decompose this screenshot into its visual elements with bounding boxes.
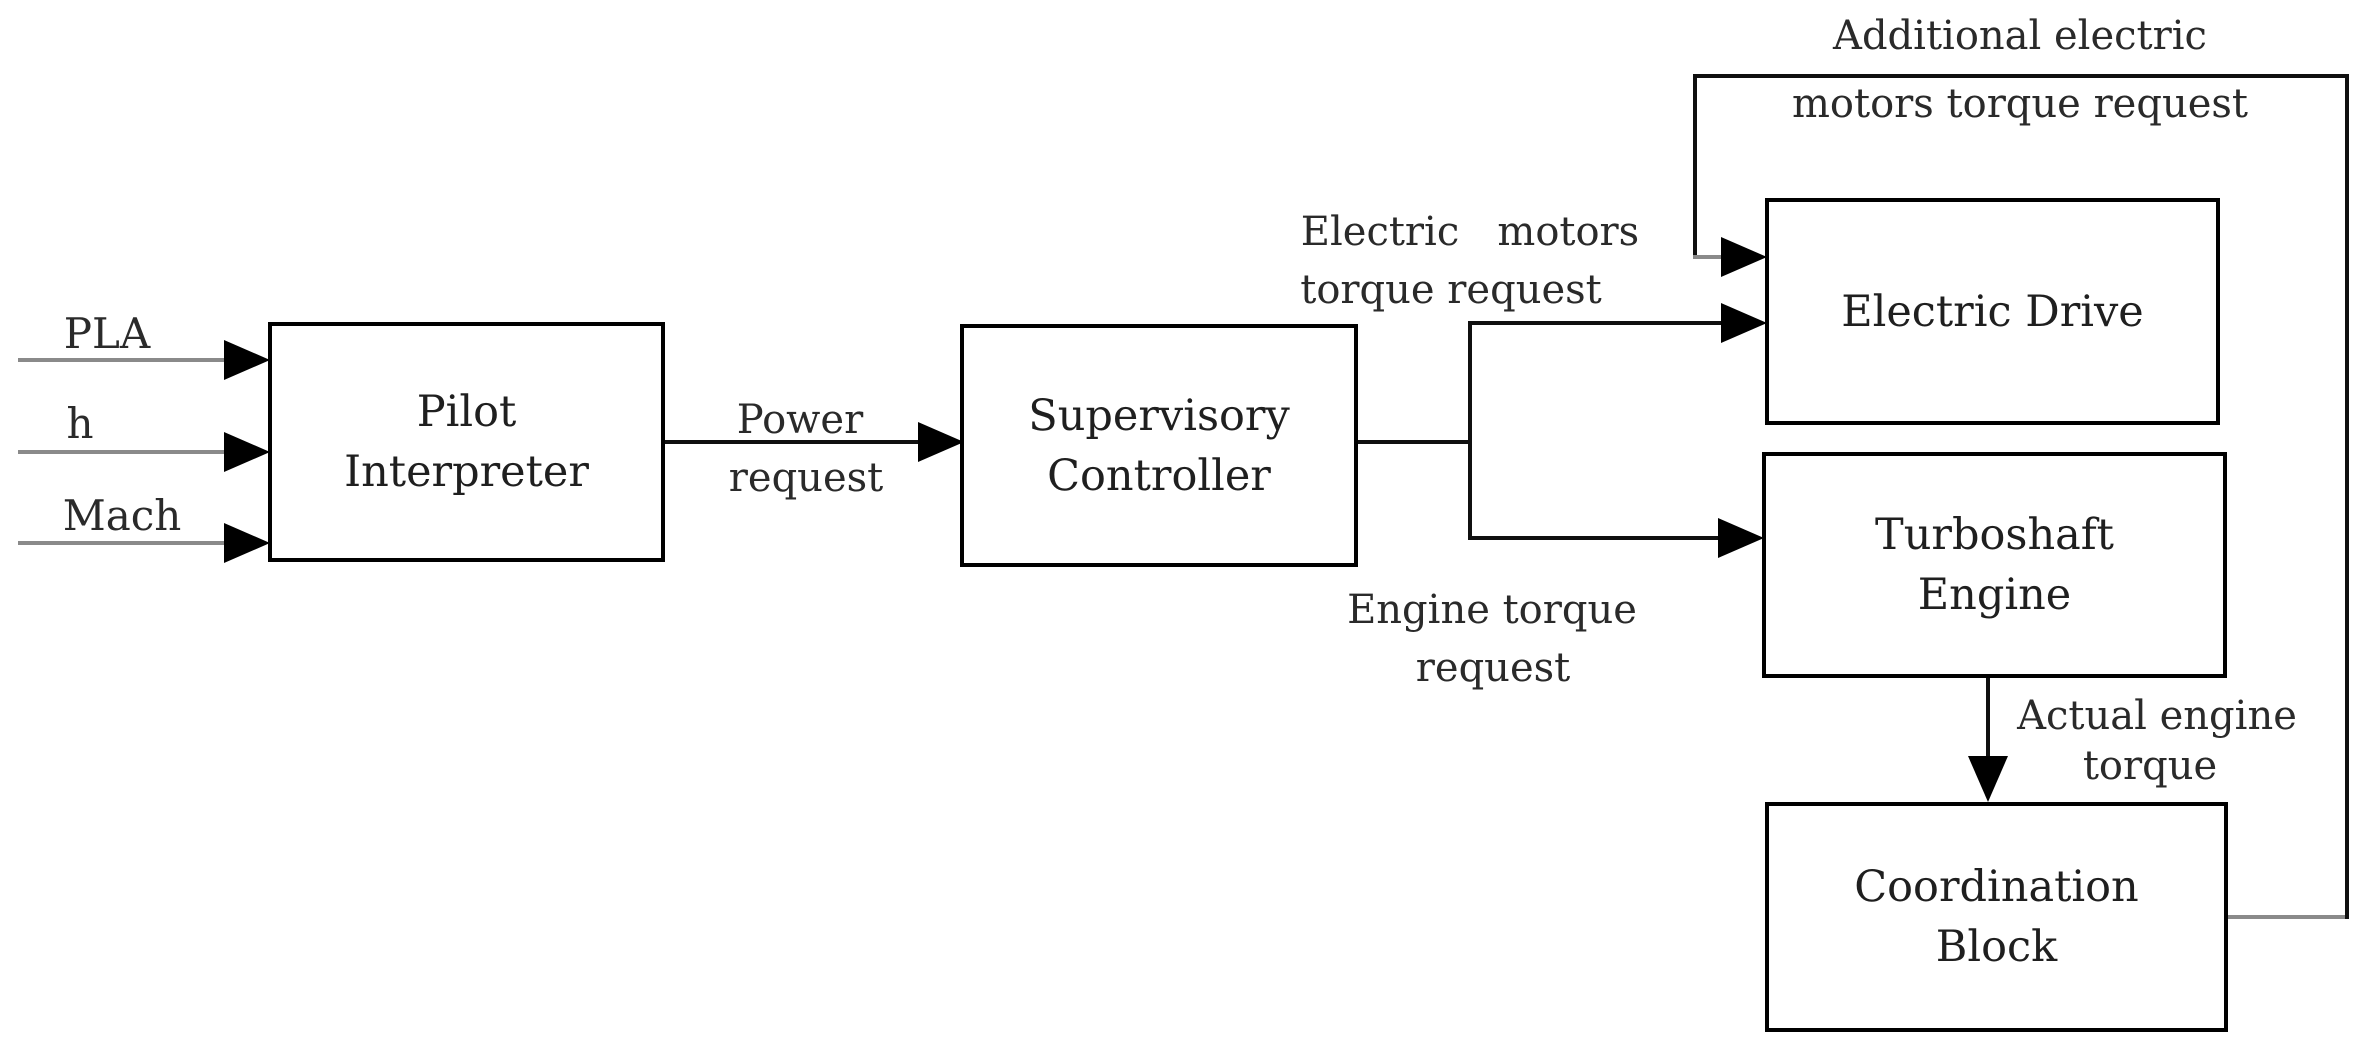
turboshaft-engine-label-line2: Engine [1917, 570, 2072, 620]
additional-electric-motors-label-line2: motors torque request [1792, 81, 2248, 127]
supervisory-output-line [1358, 440, 1472, 444]
mach-arrowhead-icon [224, 523, 270, 563]
feedback-arrowhead-icon [1721, 237, 1767, 277]
electric-motors-torque-request-label-line1: Electric motors [1300, 209, 1640, 255]
mach-label: Mach [62, 491, 182, 540]
feedback-top-line [1693, 74, 2349, 78]
coordination-block-label-line1: Coordination [1854, 862, 2139, 912]
electric-drive-box: Electric Drive [1765, 198, 2220, 425]
supervisory-controller-label-line1: Supervisory [1028, 390, 1290, 441]
supervisory-controller-label-line2: Controller [1047, 450, 1271, 501]
branch-vertical-line [1468, 321, 1472, 540]
mach-arrow-line [18, 541, 224, 545]
electric-motors-arrowhead-icon [1721, 303, 1767, 343]
pla-arrowhead-icon [224, 340, 270, 380]
pilot-interpreter-box: Pilot Interpreter [268, 322, 665, 562]
h-label: h [66, 399, 94, 448]
feedback-left-vertical-line [1693, 74, 1697, 259]
actual-engine-torque-label-line2: torque [2082, 743, 2218, 789]
turboshaft-engine-label-line1: Turboshaft [1875, 510, 2114, 560]
engine-torque-request-label-line1: Engine torque [1347, 587, 1637, 633]
actual-engine-torque-label-line1: Actual engine [2017, 693, 2297, 739]
supervisory-controller-box: Supervisory Controller [960, 324, 1358, 567]
pla-arrow-line [18, 358, 224, 362]
pilot-interpreter-label-line1: Pilot [416, 387, 517, 437]
engine-torque-arrowhead-icon [1718, 518, 1764, 558]
electric-drive-label-line1: Electric Drive [1841, 286, 2144, 337]
power-request-arrow-line [665, 440, 918, 444]
h-arrow-line [18, 450, 224, 454]
pla-label: PLA [63, 309, 151, 358]
coordination-block-box: Coordination Block [1765, 802, 2228, 1032]
feedback-right-vertical-line [2345, 76, 2349, 919]
power-request-label-line1: Power [736, 397, 864, 443]
additional-electric-motors-label-line1: Additional electric [1833, 13, 2207, 59]
electric-motors-torque-request-label-line2: torque request [1300, 267, 1602, 313]
pilot-interpreter-label-line2: Interpreter [344, 447, 589, 497]
engine-torque-request-label-line2: request [1415, 645, 1571, 691]
engine-torque-arrow-line [1468, 536, 1718, 540]
coordination-block-label-line2: Block [1935, 922, 2058, 972]
electric-motors-arrow-line [1468, 321, 1721, 325]
actual-engine-torque-arrowhead-icon [1968, 756, 2008, 802]
turboshaft-engine-box: Turboshaft Engine [1762, 452, 2227, 678]
power-request-arrowhead-icon [918, 422, 964, 462]
feedback-in-line [1693, 255, 1723, 259]
feedback-out-line [2228, 915, 2349, 919]
actual-engine-torque-arrow-line [1986, 678, 1990, 758]
power-request-label-line2: request [728, 455, 884, 501]
h-arrowhead-icon [224, 432, 270, 472]
